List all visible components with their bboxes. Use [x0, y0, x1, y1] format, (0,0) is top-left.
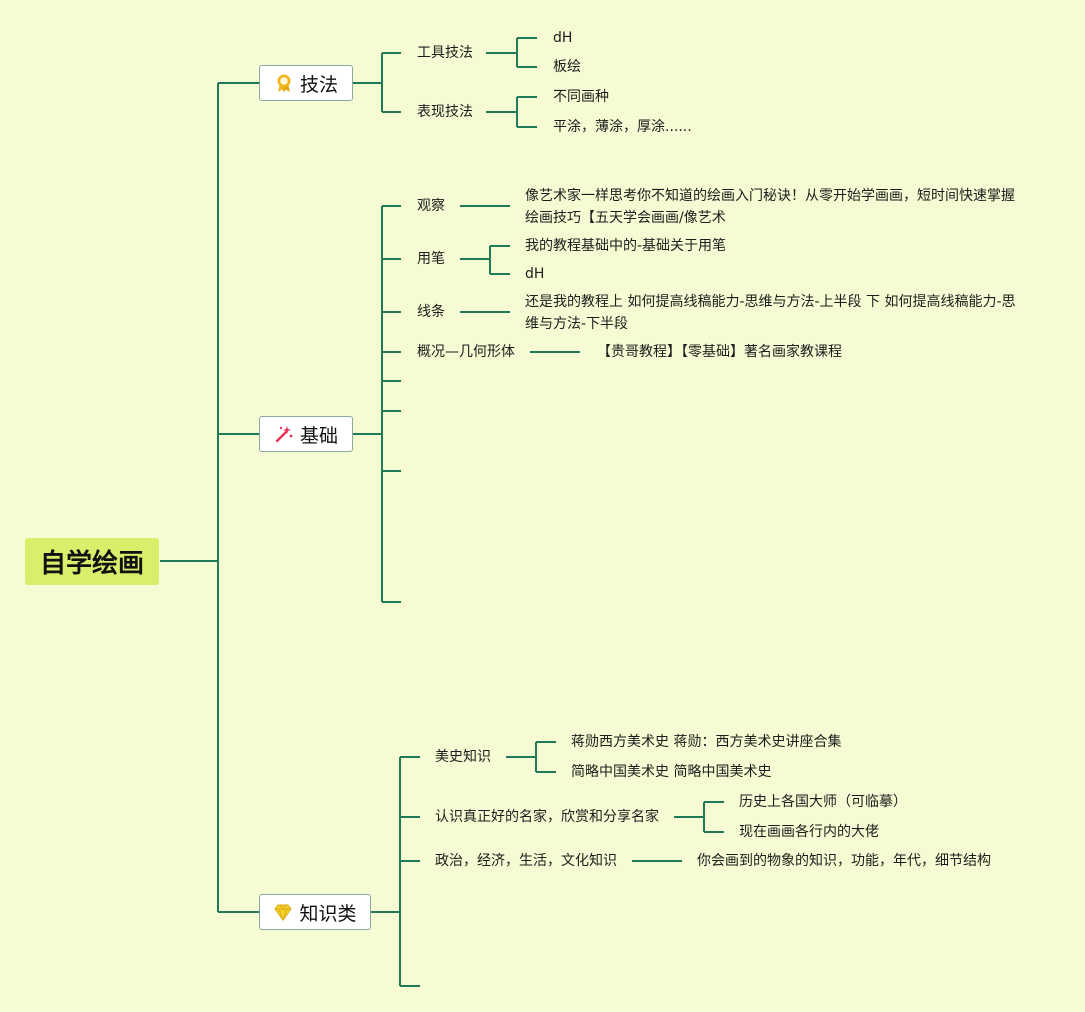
topic-art-history[interactable]: 美史知识 [435, 749, 491, 765]
leaf-topic[interactable]: 你会画到的物象的知识，功能，年代，细节结构 [697, 853, 991, 869]
leaf-topic[interactable]: 板绘 [553, 59, 581, 75]
leaf-topic[interactable]: dH [525, 266, 545, 282]
root-topic[interactable]: 自学绘画 [25, 538, 159, 585]
topic-masters[interactable]: 认识真正好的名家，欣赏和分享名家 [435, 809, 659, 825]
topic-brushwork[interactable]: 用笔 [417, 251, 445, 267]
branch-knowledge[interactable]: 知识类 [259, 894, 371, 930]
topic-expression-technique[interactable]: 表现技法 [417, 104, 473, 120]
leaf-topic[interactable]: 简略中国美术史 简略中国美术史 [571, 764, 772, 780]
magic-wand-icon [274, 424, 294, 444]
leaf-topic[interactable]: 像艺术家一样思考你不知道的绘画入门秘诀！从零开始学画画，短时间快速掌握绘画技巧【… [525, 188, 1015, 226]
leaf-topic[interactable]: 平涂，薄涂，厚涂...... [553, 119, 692, 135]
leaf-topic[interactable]: 还是我的教程上 如何提高线稿能力-思维与方法-上半段 下 如何提高线稿能力-思维… [525, 294, 1016, 332]
leaf-topic[interactable]: 不同画种 [553, 89, 609, 105]
leaf-topic[interactable]: 历史上各国大师（可临摹） [739, 794, 907, 810]
leaf-topic[interactable]: 【贵哥教程】【零基础】著名画家教课程 [597, 344, 842, 360]
branch-technique[interactable]: 技法 [259, 65, 353, 101]
topic-tool-technique[interactable]: 工具技法 [417, 45, 473, 61]
leaf-topic[interactable]: 现在画画各行内的大佬 [739, 824, 879, 840]
branch-title: 知识类 [299, 902, 357, 925]
topic-observation[interactable]: 观察 [417, 198, 445, 214]
branch-title: 基础 [299, 424, 338, 447]
leaf-topic[interactable]: 我的教程基础中的-基础关于用笔 [525, 238, 727, 254]
topic-general-knowledge[interactable]: 政治，经济，生活，文化知识 [435, 853, 617, 869]
branch-title: 技法 [299, 73, 338, 96]
ribbon-icon [274, 73, 294, 93]
diamond-icon [273, 902, 293, 922]
leaf-topic[interactable]: 蒋勋西方美术史 蒋勋：西方美术史讲座合集 [571, 734, 842, 750]
leaf-topic[interactable]: dH [553, 30, 573, 46]
branch-basics[interactable]: 基础 [259, 416, 353, 452]
topic-geometry[interactable]: 概况—几何形体 [417, 344, 515, 360]
topic-lines[interactable]: 线条 [417, 304, 445, 320]
root-title: 自学绘画 [39, 549, 144, 579]
